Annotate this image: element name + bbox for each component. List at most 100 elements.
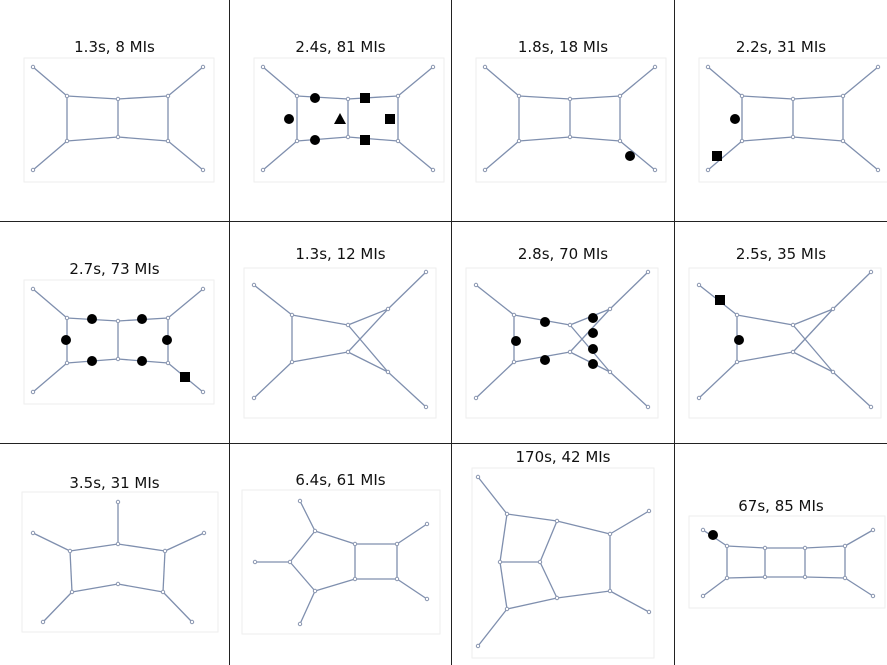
graph-vertex xyxy=(394,541,400,547)
grid-line-v3 xyxy=(674,0,675,665)
circle-marker xyxy=(87,314,97,324)
graph-vertex xyxy=(875,64,881,70)
graph-edge xyxy=(609,271,649,310)
graph-vertex xyxy=(516,93,522,99)
graph-vertex xyxy=(287,559,293,565)
graph-edge xyxy=(609,510,650,535)
graph-vertex xyxy=(790,349,796,355)
graph-edge xyxy=(262,140,298,171)
graph-vertex xyxy=(739,138,745,144)
graph-edge xyxy=(314,578,356,592)
graph-edge xyxy=(347,308,389,326)
diagram-cell-8: 2.5s, 35 MIs xyxy=(675,222,887,443)
diagram-cell-6: 1.3s, 12 MIs xyxy=(230,222,451,443)
graph-vertex xyxy=(567,134,573,140)
graph-vertex xyxy=(617,138,623,144)
graph-vertex xyxy=(424,596,430,602)
graph-edge xyxy=(396,523,428,545)
circle-marker xyxy=(540,355,550,365)
graph-vertex xyxy=(352,576,358,582)
graph-edge xyxy=(397,66,434,97)
graph-vertex xyxy=(297,498,303,504)
graph-edge xyxy=(289,561,316,592)
graph-frame xyxy=(23,57,215,183)
circle-marker xyxy=(588,344,598,354)
graph-vertex xyxy=(67,548,73,554)
circle-marker xyxy=(87,356,97,366)
graph-8 xyxy=(688,267,882,419)
graph-vertex xyxy=(165,360,171,366)
graph-edge xyxy=(619,66,656,97)
graph-edge xyxy=(347,308,389,353)
circle-marker xyxy=(61,335,71,345)
graph-edge xyxy=(506,513,558,522)
diagram-cell-12: 67s, 85 MIs xyxy=(675,444,887,665)
graph-edge xyxy=(792,136,844,142)
graph-12 xyxy=(688,515,886,609)
graph-edge xyxy=(726,576,766,579)
graph-vertex xyxy=(646,609,652,615)
graph-edge xyxy=(609,371,649,408)
graph-edge xyxy=(792,308,834,353)
square-marker xyxy=(180,372,190,382)
graph-edge xyxy=(387,371,427,408)
graph-vertex xyxy=(875,167,881,173)
cell-caption: 1.8s, 18 MIs xyxy=(517,38,609,56)
graph-edge xyxy=(832,371,872,408)
graph-vertex xyxy=(40,619,46,625)
graph-vertex xyxy=(30,64,36,70)
square-marker xyxy=(712,151,722,161)
graph-edge xyxy=(842,140,879,171)
graph-vertex xyxy=(69,589,75,595)
graph-vertex xyxy=(646,508,652,514)
circle-marker xyxy=(730,114,740,124)
graph-edge xyxy=(262,66,298,97)
graph-vertex xyxy=(645,269,651,275)
graph-vertex xyxy=(200,286,206,292)
graph-edge xyxy=(291,351,349,363)
graph-edge xyxy=(609,590,650,613)
graph-frame xyxy=(21,491,219,633)
graph-vertex xyxy=(868,404,874,410)
graph-edge xyxy=(71,583,119,593)
graph-edge xyxy=(736,351,794,363)
graph-edge xyxy=(164,532,205,552)
graph-vertex xyxy=(567,322,573,328)
circle-marker xyxy=(137,356,147,366)
graph-vertex xyxy=(696,282,702,288)
graph-frame xyxy=(23,279,215,405)
graph-vertex xyxy=(842,543,848,549)
graph-edge xyxy=(741,136,794,142)
graph-vertex xyxy=(607,369,613,375)
graph-2 xyxy=(253,57,445,183)
graph-vertex xyxy=(567,349,573,355)
graph-vertex xyxy=(115,541,121,547)
graph-edge xyxy=(66,136,119,142)
graph-edge xyxy=(32,140,68,171)
graph-vertex xyxy=(652,167,658,173)
graph-vertex xyxy=(294,93,300,99)
square-marker xyxy=(385,114,395,124)
graph-frame xyxy=(243,267,437,419)
graph-vertex xyxy=(739,93,745,99)
graph-edge xyxy=(484,140,520,171)
graph-vertex xyxy=(762,574,768,580)
graph-vertex xyxy=(868,269,874,275)
circle-marker xyxy=(310,93,320,103)
graph-edge xyxy=(117,95,169,100)
graph-vertex xyxy=(260,64,266,70)
graph-vertex xyxy=(201,530,207,536)
diagram-cell-7: 2.8s, 70 MIs xyxy=(452,222,674,443)
graph-vertex xyxy=(294,138,300,144)
graph-edge xyxy=(792,95,844,100)
graph-edge xyxy=(117,583,164,593)
graph-edge xyxy=(804,545,846,549)
graph-vertex xyxy=(345,322,351,328)
circle-marker xyxy=(588,328,598,338)
graph-vertex xyxy=(705,167,711,173)
graph-vertex xyxy=(189,619,195,625)
graph-vertex xyxy=(115,499,121,505)
square-marker xyxy=(360,93,370,103)
graph-vertex xyxy=(424,521,430,527)
graph-vertex xyxy=(30,167,36,173)
